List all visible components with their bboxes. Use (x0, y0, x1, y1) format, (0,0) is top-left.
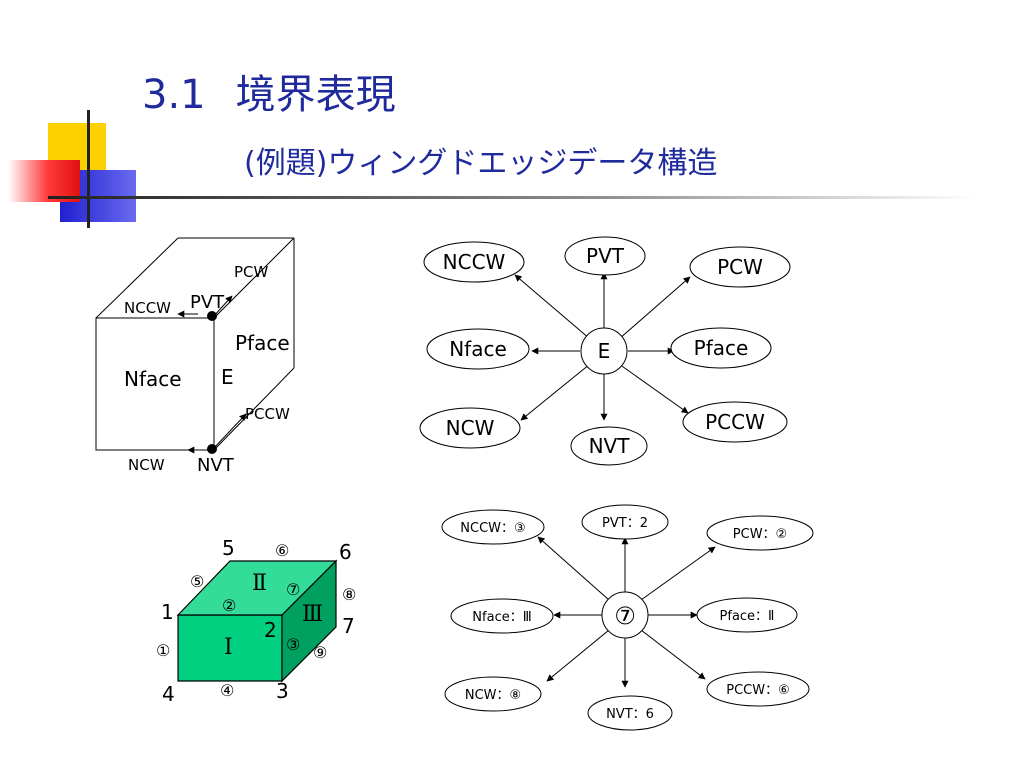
edge-2: ② (222, 596, 236, 615)
section-title: 境界表現 (235, 72, 396, 118)
generic-label-nvt: NVT (589, 434, 631, 458)
decor-red-square (8, 160, 80, 202)
cube-label-nvt: NVT (197, 455, 235, 476)
edge-4: ④ (220, 681, 234, 700)
edge-3: ③ (286, 635, 300, 654)
vertex-4: 4 (162, 682, 175, 706)
slide-subtitle: (例題)ウィングドエッジデータ構造 (244, 146, 718, 181)
vertex-3: 3 (276, 679, 289, 703)
generic-label-ncw: NCW (446, 416, 495, 440)
edge-1: ① (156, 641, 170, 660)
generic-star-arrows (514, 272, 691, 421)
face-3: Ⅲ (302, 602, 323, 627)
generic-node-pface (670, 327, 772, 369)
cube-label-pvt: PVT (190, 292, 225, 313)
section-number: 3.1 (142, 72, 206, 118)
title-decoration (8, 110, 978, 228)
title-underline (48, 196, 978, 199)
example-label-ncw: NCW：⑧ (465, 688, 521, 703)
example-node-nvt (587, 695, 673, 731)
cube-label-ncw: NCW (128, 456, 165, 474)
generic-label-pvt: PVT (586, 244, 625, 268)
edge-5: ⑤ (190, 572, 204, 591)
generic-node-nccw (423, 241, 525, 283)
edge-6: ⑥ (275, 541, 289, 560)
generic-label-pface: Pface (694, 336, 749, 360)
generic-center-node (580, 327, 628, 375)
generic-node-nface (426, 328, 530, 370)
vertex-1: 1 (161, 600, 174, 624)
vertex-5: 5 (222, 536, 235, 560)
example-label-nvt: NVT：6 (606, 707, 654, 722)
example-label-nface: Nface：Ⅲ (472, 610, 531, 625)
edge-7: ⑦ (286, 580, 300, 599)
example-node-nccw (441, 509, 545, 545)
cube-arrows (177, 295, 247, 454)
cube-label-pccw: PCCW (245, 405, 290, 423)
pvt-vertex (207, 311, 217, 321)
vertex-7: 7 (342, 614, 355, 638)
cube-label-nface: Nface (124, 367, 182, 391)
example-node-pccw (706, 671, 810, 707)
generic-label-nface: Nface (449, 337, 507, 361)
edge-8: ⑧ (342, 585, 356, 604)
cube-label-pface: Pface (235, 331, 290, 355)
nvt-vertex (207, 444, 217, 454)
example-label-pvt: PVT：2 (602, 516, 648, 531)
edge-9: ⑨ (313, 643, 327, 662)
generic-label-pcw: PCW (717, 255, 763, 279)
example-label-pface: Pface：Ⅱ (720, 609, 775, 624)
slide-title: 3.1 境界表現 (142, 62, 396, 120)
example-node-ncw (444, 676, 542, 712)
face-2: Ⅱ (252, 571, 267, 596)
generic-label-nccw: NCCW (443, 250, 506, 274)
generic-node-pccw (682, 401, 788, 443)
example-label-nccw: NCCW：③ (460, 521, 525, 536)
example-star-arrows (537, 536, 716, 688)
face-1: Ⅰ (224, 635, 233, 660)
decor-vertical-line (87, 110, 90, 228)
example-node-pvt (581, 504, 669, 540)
example-node-pface (696, 597, 798, 633)
vertex-6: 6 (339, 540, 352, 564)
example-star-ellipses (441, 504, 814, 731)
green-cube (176, 559, 338, 683)
wireframe-cube (95, 237, 295, 451)
green-cube-side-face (281, 559, 337, 683)
generic-node-ncw (419, 407, 521, 449)
generic-node-pcw (689, 246, 791, 288)
generic-node-pvt (564, 236, 646, 276)
example-center-label: ⑦ (614, 602, 636, 630)
example-label-pccw: PCCW：⑥ (726, 683, 790, 698)
example-node-pcw (706, 515, 814, 551)
vertex-2: 2 (264, 618, 277, 642)
cube-label-nccw: NCCW (124, 299, 171, 317)
cube-label-pcw: PCW (234, 263, 269, 281)
generic-star-ellipses (419, 236, 791, 466)
example-label-pcw: PCW：② (733, 527, 787, 542)
example-node-nface (450, 598, 554, 634)
generic-center-label: E (598, 339, 611, 363)
generic-label-pccw: PCCW (705, 410, 765, 434)
generic-node-nvt (570, 426, 648, 466)
example-center-node (601, 591, 649, 639)
cube-label-e: E (221, 365, 234, 389)
